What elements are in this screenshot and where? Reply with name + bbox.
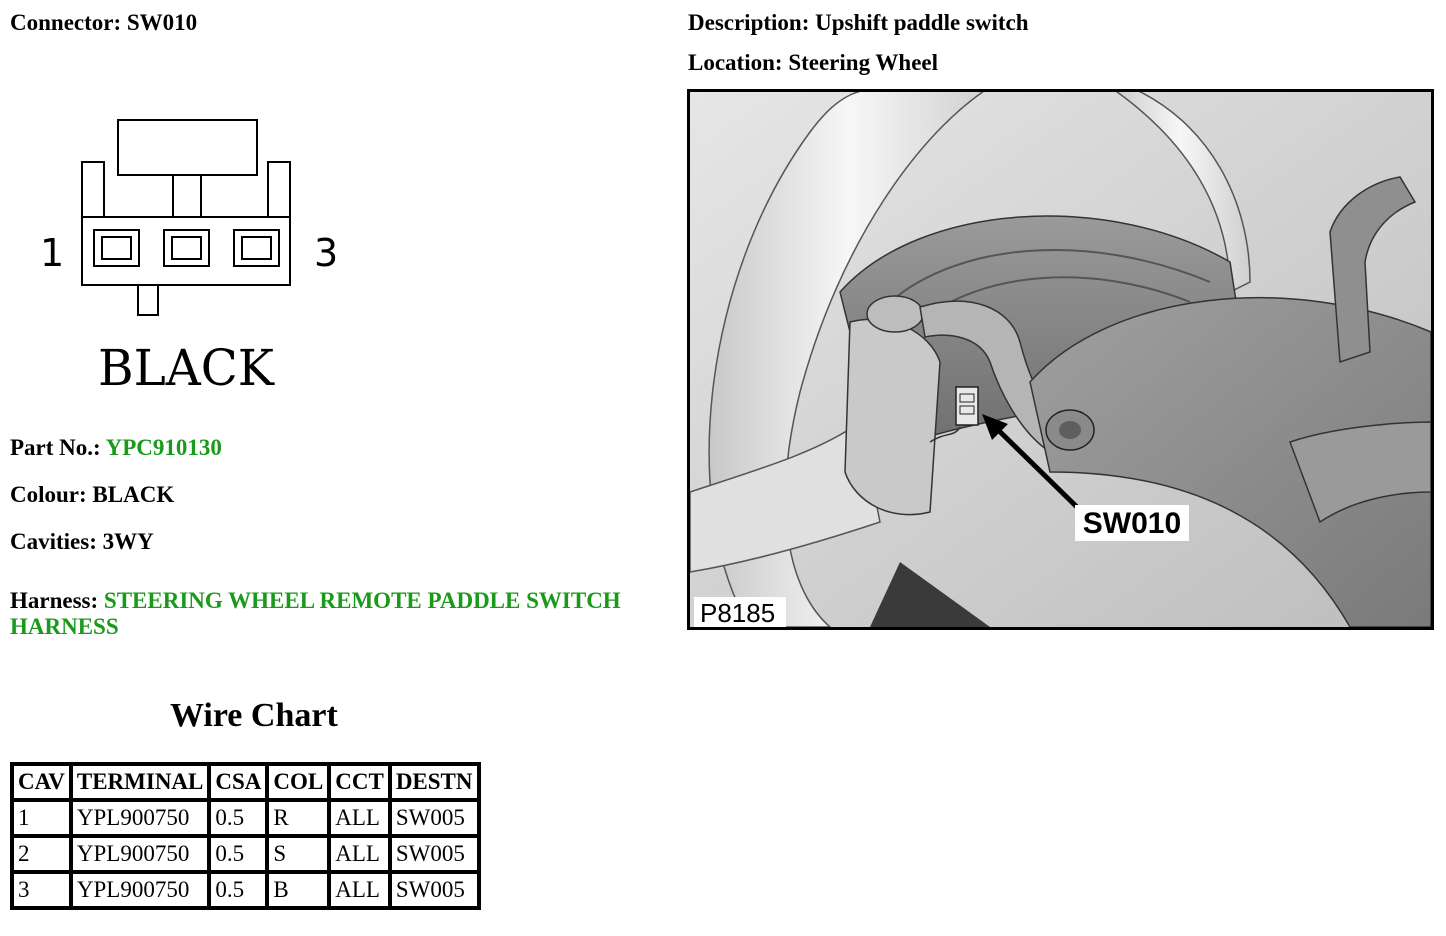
- column-header-terminal: TERMINAL: [68, 762, 212, 802]
- location-line: Location: Steering Wheel: [688, 50, 938, 76]
- cell-destn: SW005: [387, 870, 481, 910]
- wire-chart-table: CAV TERMINAL CSA COL CCT DESTN 1 YPL9007…: [10, 762, 481, 910]
- cell-csa: 0.5: [207, 798, 270, 838]
- location-label: Location:: [688, 50, 783, 75]
- cell-cav: 1: [10, 798, 73, 838]
- cell-cct: ALL: [327, 798, 392, 838]
- connector-label: Connector:: [10, 10, 122, 35]
- cell-col: B: [265, 870, 332, 910]
- callout-arrow: [988, 420, 1082, 512]
- part-no-value[interactable]: YPC910130: [105, 435, 222, 460]
- cell-cct: ALL: [327, 834, 392, 874]
- pin-number-right: 3: [314, 231, 338, 275]
- column-header-cct: CCT: [327, 762, 392, 802]
- description-line: Description: Upshift paddle switch: [688, 10, 1029, 36]
- figure-id: P8185: [700, 598, 775, 627]
- part-no-label: Part No.:: [10, 435, 101, 460]
- wire-chart-title: Wire Chart: [170, 697, 338, 734]
- cell-destn: SW005: [387, 798, 481, 838]
- harness-label: Harness:: [10, 588, 99, 613]
- description-value: Upshift paddle switch: [815, 10, 1029, 35]
- connector-diagram: 1 3 BLACK: [40, 119, 338, 397]
- cell-cav: 2: [10, 834, 73, 874]
- table-header-row: CAV TERMINAL CSA COL CCT DESTN: [10, 762, 481, 802]
- harness-value[interactable]: STEERING WHEEL REMOTE PADDLE SWITCH HARN…: [10, 588, 621, 639]
- cell-col: R: [265, 798, 332, 838]
- cell-destn: SW005: [387, 834, 481, 874]
- table-row: 3 YPL900750 0.5 B ALL SW005: [10, 870, 481, 910]
- colour-label: Colour:: [10, 482, 87, 507]
- cell-terminal: YPL900750: [68, 870, 212, 910]
- location-value: Steering Wheel: [788, 50, 939, 75]
- column-header-col: COL: [265, 762, 332, 802]
- connector-value: SW010: [126, 10, 198, 35]
- steering-wheel-illustration: SW010 P8185: [690, 92, 1431, 627]
- table-row: 2 YPL900750 0.5 S ALL SW005: [10, 834, 481, 874]
- pin-number-left: 1: [40, 231, 64, 275]
- cell-terminal: YPL900750: [68, 798, 212, 838]
- cavities-line: Cavities: 3WY: [10, 529, 154, 555]
- diagram-colour-label: BLACK: [98, 339, 276, 397]
- cell-cav: 3: [10, 870, 73, 910]
- cell-csa: 0.5: [207, 870, 270, 910]
- locator-figure: SW010 P8185: [687, 89, 1434, 630]
- part-no-line: Part No.: YPC910130: [10, 435, 222, 461]
- cell-cct: ALL: [327, 870, 392, 910]
- cavities-label: Cavities:: [10, 529, 97, 554]
- column-header-csa: CSA: [207, 762, 270, 802]
- colour-value: BLACK: [92, 482, 175, 507]
- description-label: Description:: [688, 10, 810, 35]
- cell-terminal: YPL900750: [68, 834, 212, 874]
- cavities-value: 3WY: [102, 529, 154, 554]
- connector-line: Connector: SW010: [10, 10, 197, 36]
- colour-line: Colour: BLACK: [10, 482, 174, 508]
- cell-col: S: [265, 834, 332, 874]
- table-row: 1 YPL900750 0.5 R ALL SW005: [10, 798, 481, 838]
- column-header-destn: DESTN: [387, 762, 481, 802]
- column-header-cav: CAV: [10, 762, 73, 802]
- callout-label: SW010: [1083, 507, 1181, 540]
- cell-csa: 0.5: [207, 834, 270, 874]
- harness-line: Harness: STEERING WHEEL REMOTE PADDLE SW…: [10, 588, 670, 640]
